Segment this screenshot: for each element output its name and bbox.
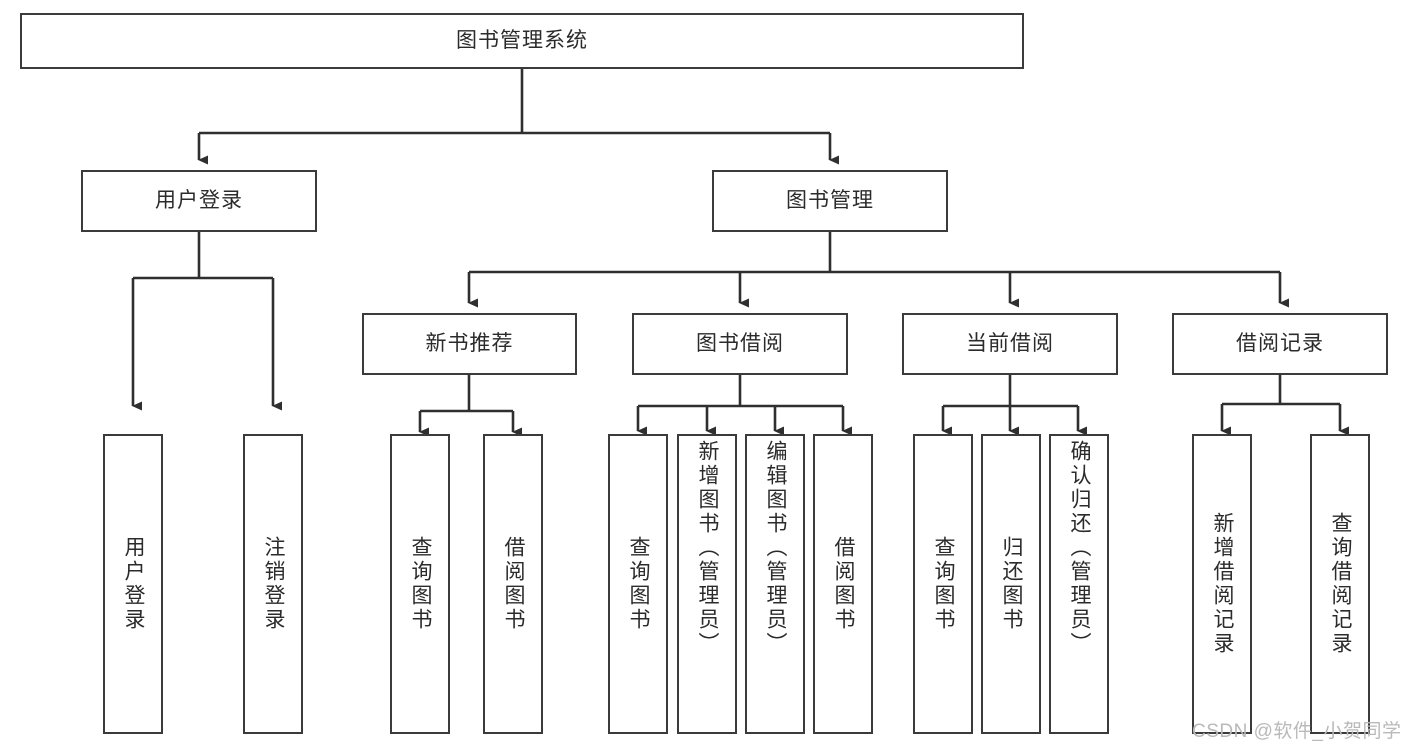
leaf-label: 借阅图书 xyxy=(502,536,526,632)
leaf-label: 确认归还（管理员） xyxy=(1068,440,1092,656)
leaf-user-login-logout[interactable]: 注销登录 xyxy=(243,434,303,734)
leaf-label: 注销登录 xyxy=(262,536,286,632)
node-book-management[interactable]: 图书管理 xyxy=(712,170,948,232)
leaf-record-query-record[interactable]: 查询借阅记录 xyxy=(1310,434,1370,734)
node-label: 用户登录 xyxy=(155,188,243,212)
node-label: 当前借阅 xyxy=(966,331,1054,355)
node-label: 新书推荐 xyxy=(425,331,514,355)
leaf-borrow-borrow-book[interactable]: 借阅图书 xyxy=(813,434,873,734)
node-borrow-record[interactable]: 借阅记录 xyxy=(1172,313,1388,375)
node-label: 借阅记录 xyxy=(1236,331,1324,355)
node-current-borrow[interactable]: 当前借阅 xyxy=(902,313,1118,375)
node-new-book-recommend[interactable]: 新书推荐 xyxy=(362,313,577,375)
leaf-label: 归还图书 xyxy=(1000,536,1024,632)
leaf-recommend-query-book[interactable]: 查询图书 xyxy=(390,434,450,734)
leaf-borrow-edit-book-admin[interactable]: 编辑图书（管理员） xyxy=(745,434,805,734)
leaf-current-confirm-return-admin[interactable]: 确认归还（管理员） xyxy=(1049,434,1109,734)
leaf-borrow-add-book-admin[interactable]: 新增图书（管理员） xyxy=(677,434,737,734)
node-root-system[interactable]: 图书管理系统 xyxy=(20,13,1024,69)
leaf-current-return-book[interactable]: 归还图书 xyxy=(981,434,1041,734)
leaf-label: 编辑图书（管理员） xyxy=(764,440,788,656)
leaf-label: 查询图书 xyxy=(627,536,651,632)
leaf-label: 新增图书（管理员） xyxy=(696,440,720,656)
node-label: 图书管理系统 xyxy=(456,28,588,52)
leaf-current-query-book[interactable]: 查询图书 xyxy=(913,434,973,734)
leaf-label: 新增借阅记录 xyxy=(1211,512,1235,656)
leaf-label: 查询图书 xyxy=(932,536,956,632)
leaf-borrow-query-book[interactable]: 查询图书 xyxy=(608,434,668,734)
leaf-label: 用户登录 xyxy=(122,536,146,632)
leaf-label: 借阅图书 xyxy=(832,536,856,632)
leaf-recommend-borrow-book[interactable]: 借阅图书 xyxy=(483,434,543,734)
node-user-login[interactable]: 用户登录 xyxy=(81,170,317,232)
leaf-user-login-login[interactable]: 用户登录 xyxy=(103,434,163,734)
node-label: 图书管理 xyxy=(786,188,874,212)
leaf-record-add-record[interactable]: 新增借阅记录 xyxy=(1192,434,1252,734)
csdn-watermark: CSDN @软件_小贺同学 xyxy=(1192,721,1402,742)
node-label: 图书借阅 xyxy=(696,331,784,355)
node-book-borrow[interactable]: 图书借阅 xyxy=(632,313,848,375)
leaf-label: 查询图书 xyxy=(409,536,433,632)
leaf-label: 查询借阅记录 xyxy=(1329,512,1353,656)
